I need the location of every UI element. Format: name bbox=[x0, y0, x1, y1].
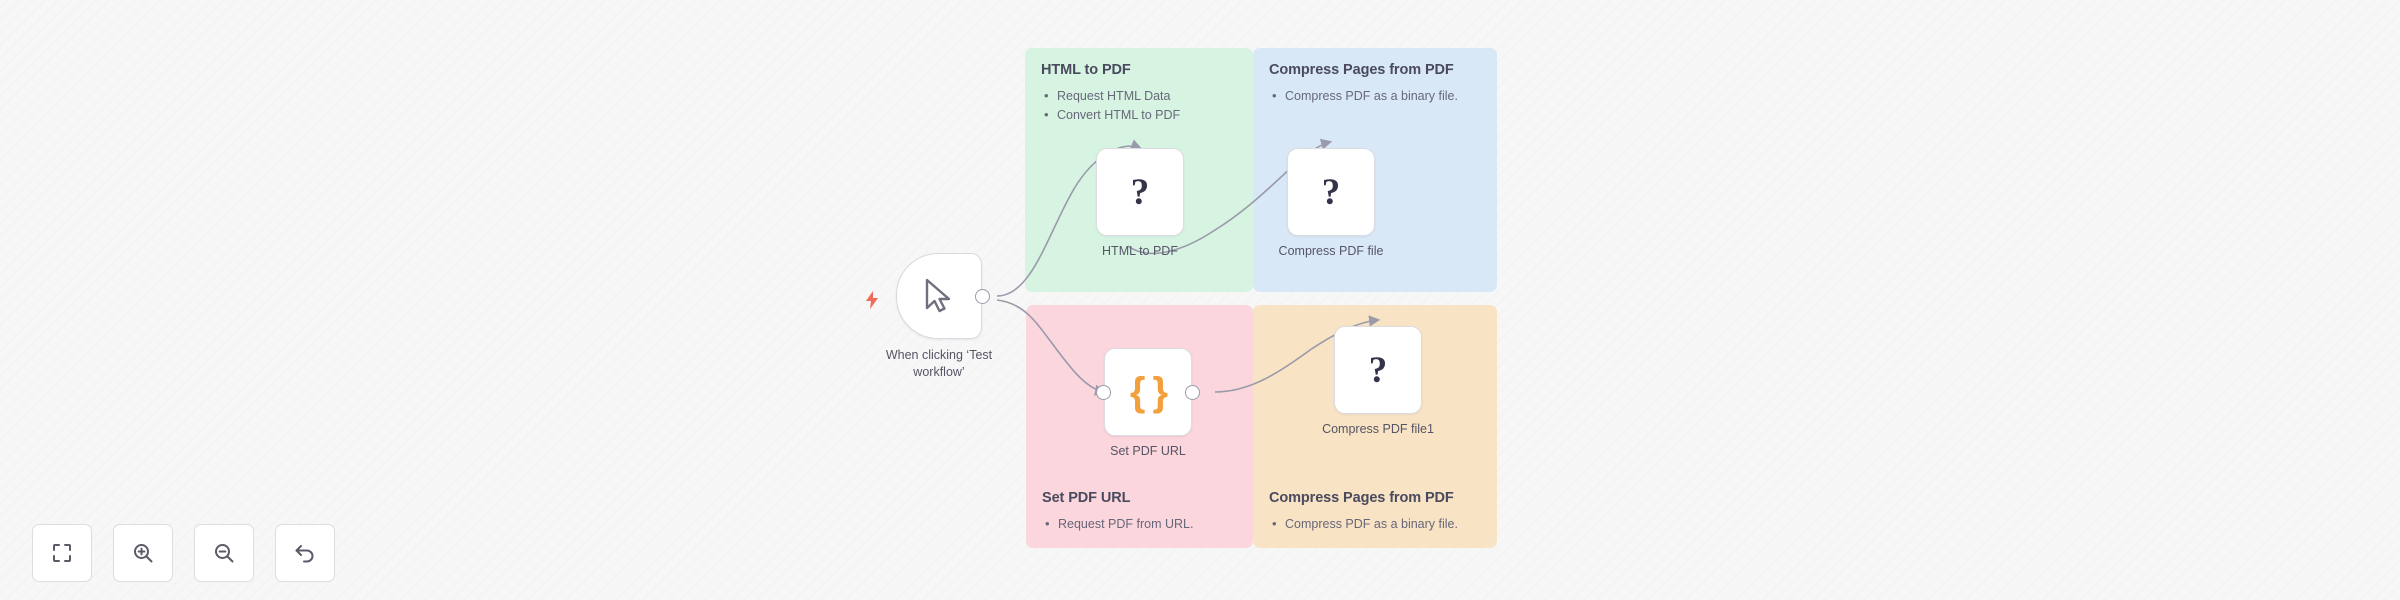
lightning-bolt-icon bbox=[866, 291, 878, 309]
trigger-output-port[interactable] bbox=[975, 288, 990, 304]
sticky-note-list-item: Convert HTML to PDF bbox=[1041, 105, 1237, 126]
sticky-note-title: Compress Pages from PDF bbox=[1269, 62, 1454, 78]
sticky-note-title: Set PDF URL bbox=[1042, 489, 1131, 506]
fit-view-icon bbox=[53, 544, 71, 562]
node-box[interactable]: { } bbox=[1096, 348, 1200, 436]
sticky-note-list-item: Compress PDF as a binary file. bbox=[1269, 86, 1481, 107]
node-input-port[interactable] bbox=[1096, 384, 1111, 400]
sticky-note-list: Compress PDF as a binary file. bbox=[1269, 86, 1481, 107]
reset-zoom-button[interactable] bbox=[275, 524, 335, 582]
zoom-out-button[interactable] bbox=[194, 524, 254, 582]
mouse-cursor-icon bbox=[925, 278, 951, 313]
node-label: HTML to PDF bbox=[1102, 244, 1178, 258]
zoom-out-icon bbox=[215, 544, 234, 563]
question-mark-icon: ? bbox=[1130, 171, 1150, 213]
node-label: Set PDF URL bbox=[1110, 444, 1186, 458]
question-mark-icon: ? bbox=[1368, 349, 1388, 391]
sticky-note-list: Request PDF from URL. bbox=[1042, 514, 1237, 535]
zoom-in-icon bbox=[134, 544, 153, 563]
node-label: Compress PDF file bbox=[1278, 244, 1384, 258]
sticky-note-title: Compress Pages from PDF bbox=[1269, 489, 1454, 506]
trigger-node-box[interactable] bbox=[896, 253, 982, 339]
trigger-label-line-2: workflow’ bbox=[913, 364, 965, 379]
sticky-note-list: Compress PDF as a binary file. bbox=[1269, 514, 1481, 535]
node-compress-pdf-file[interactable]: ? Compress PDF file bbox=[1279, 148, 1383, 258]
trigger-node-label: When clicking ‘Test workflow’ bbox=[869, 347, 1009, 381]
sticky-note-list-item: Compress PDF as a binary file. bbox=[1269, 514, 1481, 535]
node-when-clicking-test-workflow[interactable]: When clicking ‘Test workflow’ bbox=[866, 253, 992, 379]
node-box[interactable]: ? bbox=[1334, 326, 1422, 414]
node-output-port[interactable] bbox=[1185, 384, 1200, 400]
curly-braces-icon: { } bbox=[1129, 370, 1168, 414]
node-box[interactable]: ? bbox=[1096, 148, 1184, 236]
sticky-note-list-item: Request PDF from URL. bbox=[1042, 514, 1237, 535]
node-compress-pdf-file1[interactable]: ? Compress PDF file1 bbox=[1322, 326, 1434, 436]
node-box[interactable]: ? bbox=[1287, 148, 1375, 236]
zoom-toolbar bbox=[32, 524, 335, 582]
sticky-note-title: HTML to PDF bbox=[1041, 62, 1131, 78]
node-html-to-pdf[interactable]: ? HTML to PDF bbox=[1096, 148, 1184, 258]
node-label: Compress PDF file1 bbox=[1322, 422, 1434, 436]
fit-to-view-button[interactable] bbox=[32, 524, 92, 582]
sticky-note-list-item: Request HTML Data bbox=[1041, 86, 1237, 107]
node-set-pdf-url[interactable]: { } Set PDF URL bbox=[1096, 348, 1200, 458]
question-mark-icon: ? bbox=[1321, 171, 1341, 213]
trigger-label-line-1: When clicking ‘Test bbox=[885, 348, 993, 362]
sticky-note-list: Request HTML Data Convert HTML to PDF bbox=[1041, 86, 1237, 126]
zoom-in-button[interactable] bbox=[113, 524, 173, 582]
undo-arrow-icon bbox=[295, 545, 314, 563]
